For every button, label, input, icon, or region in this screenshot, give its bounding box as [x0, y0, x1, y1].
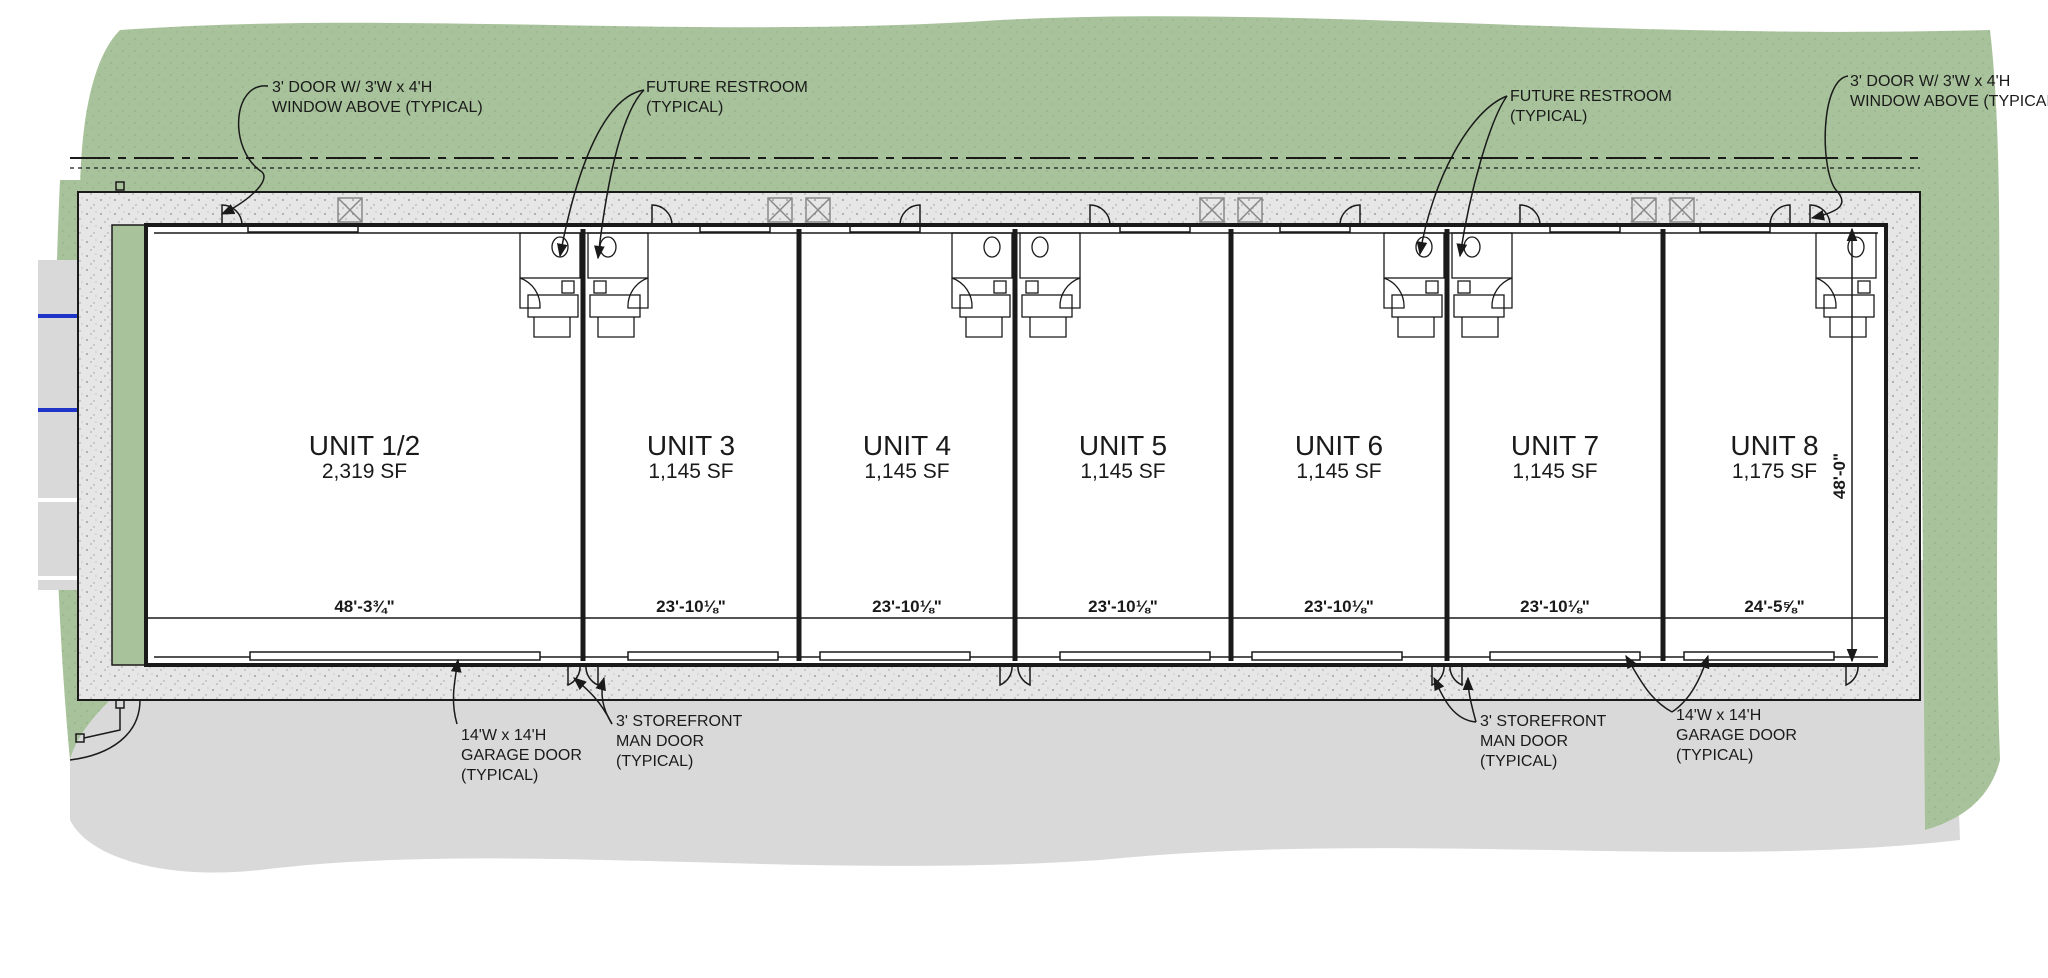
rear-windows [247, 225, 1771, 233]
unit-width-dimension: 23'-10⅛" [872, 597, 942, 616]
unit-name: UNIT 6 [1295, 430, 1383, 461]
callout-line: (TYPICAL) [1510, 108, 1587, 125]
unit-area: 2,319 SF [322, 460, 407, 483]
callout-line: (TYPICAL) [616, 753, 693, 770]
demising-walls [580, 229, 1666, 661]
callout-line: (TYPICAL) [1676, 747, 1753, 764]
callout-door-window-left: 3' DOOR W/ 3'W x 4'H WINDOW ABOVE (TYPIC… [272, 79, 483, 116]
callout-line: WINDOW ABOVE (TYPICAL) [1850, 93, 2048, 110]
dimension-ticks [145, 608, 1887, 628]
restroom-fixture [587, 232, 649, 338]
callout-line: 3' STOREFRONT [1480, 713, 1607, 730]
landscape-strip [111, 224, 149, 666]
storefront-doors [567, 664, 1859, 687]
restroom-fixtures [519, 232, 1877, 338]
callout-line: GARAGE DOOR [1676, 727, 1797, 744]
callout-line: FUTURE RESTROOM [646, 79, 808, 96]
unit-area: 1,145 SF [648, 460, 733, 483]
callout-leaders [220, 75, 1849, 725]
unit-area: 1,145 SF [1512, 460, 1597, 483]
unit-width-dimension: 23'-10⅛" [1088, 597, 1158, 616]
rooftop-units [337, 197, 1695, 223]
unit-area: 1,145 SF [1080, 460, 1165, 483]
site-details [69, 181, 141, 761]
unit-name: UNIT 8 [1730, 430, 1818, 461]
callout-line: MAN DOOR [1480, 733, 1568, 750]
unit-width-dimension: 23'-10⅛" [656, 597, 726, 616]
restroom-fixture [951, 232, 1013, 338]
callout-line: 3' DOOR W/ 3'W x 4'H [1850, 73, 2010, 90]
restroom-fixture [519, 232, 581, 338]
callout-line: MAN DOOR [616, 733, 704, 750]
callout-door-window-right: 3' DOOR W/ 3'W x 4'H WINDOW ABOVE (TYPIC… [1850, 73, 2048, 110]
callout-line: (TYPICAL) [1480, 753, 1557, 770]
unit-width-dimension: 23'-10⅛" [1304, 597, 1374, 616]
unit-area: 1,175 SF [1732, 460, 1817, 483]
unit-width-dimension: 23'-10⅛" [1520, 597, 1590, 616]
unit-area: 1,145 SF [1296, 460, 1381, 483]
restroom-fixture [1383, 232, 1445, 338]
depth-dimension-label: 48'-0" [1830, 453, 1849, 499]
unit-name: UNIT 5 [1079, 430, 1167, 461]
callout-line: 3' DOOR W/ 3'W x 4'H [272, 79, 432, 96]
unit-name: UNIT 1/2 [309, 430, 421, 461]
callout-storefront-left: 3' STOREFRONT MAN DOOR (TYPICAL) [616, 713, 747, 770]
unit-name: UNIT 4 [863, 430, 951, 461]
callout-restroom-right: FUTURE RESTROOM (TYPICAL) [1510, 88, 1676, 125]
unit-area: 1,145 SF [864, 460, 949, 483]
callout-line: 14'W x 14'H [1676, 707, 1761, 724]
parking-stalls [38, 260, 78, 590]
callout-garage-left: 14'W x 14'H GARAGE DOOR (TYPICAL) [461, 727, 586, 784]
callout-line: 14'W x 14'H [461, 727, 546, 744]
restroom-fixture [1451, 232, 1513, 338]
callout-line: GARAGE DOOR [461, 747, 582, 764]
unit-width-dimension: 48'-3¾" [334, 597, 394, 616]
unit-width-dimension: 24'-5⅝" [1744, 597, 1804, 616]
callout-garage-right: 14'W x 14'H GARAGE DOOR (TYPICAL) [1676, 707, 1801, 764]
restroom-fixture [1019, 232, 1081, 338]
callout-line: WINDOW ABOVE (TYPICAL) [272, 99, 483, 116]
callout-line: (TYPICAL) [461, 767, 538, 784]
garage-doors [249, 651, 1835, 661]
unit-name: UNIT 7 [1511, 430, 1599, 461]
grass-area [80, 16, 2000, 831]
callout-restroom-left: FUTURE RESTROOM (TYPICAL) [646, 79, 812, 116]
callout-storefront-right: 3' STOREFRONT MAN DOOR (TYPICAL) [1480, 713, 1611, 770]
unit-name: UNIT 3 [647, 430, 735, 461]
callout-line: 3' STOREFRONT [616, 713, 743, 730]
callout-line: (TYPICAL) [646, 99, 723, 116]
callout-line: FUTURE RESTROOM [1510, 88, 1672, 105]
